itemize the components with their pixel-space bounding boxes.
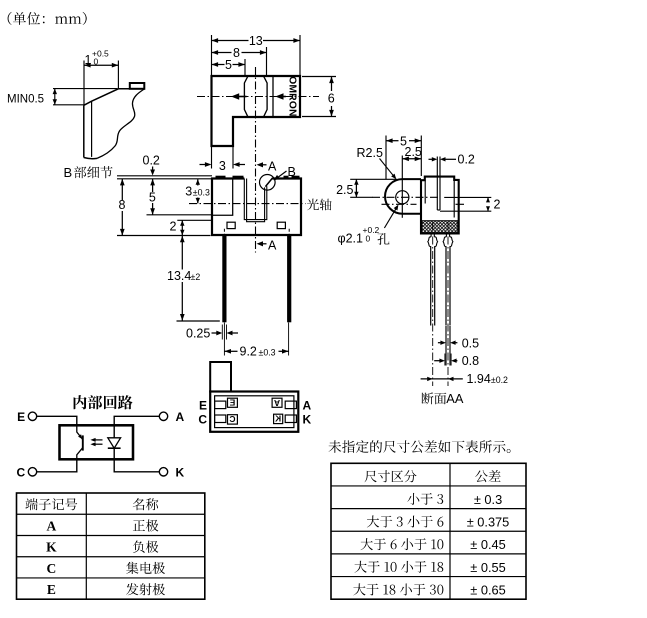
svg-text:6: 6 xyxy=(328,92,335,106)
svg-text:K: K xyxy=(303,412,312,426)
svg-text:1: 1 xyxy=(85,53,92,67)
svg-text:R2.5: R2.5 xyxy=(357,146,383,160)
svg-text:13: 13 xyxy=(249,34,263,48)
svg-text:0: 0 xyxy=(94,57,99,67)
svg-text:8: 8 xyxy=(119,198,126,212)
svg-text:C: C xyxy=(17,466,26,480)
svg-text:5: 5 xyxy=(225,58,232,72)
svg-text:φ2.1: φ2.1 xyxy=(338,232,364,246)
svg-text:A: A xyxy=(176,410,185,424)
svg-text:AA: AA xyxy=(446,391,464,406)
svg-text:E: E xyxy=(199,398,207,412)
svg-text:K: K xyxy=(176,466,185,480)
svg-text:3: 3 xyxy=(219,159,226,173)
svg-text:+0.5: +0.5 xyxy=(92,49,109,59)
svg-text:13.4: 13.4 xyxy=(167,269,191,283)
svg-text:A: A xyxy=(268,160,277,174)
svg-text:0.8: 0.8 xyxy=(462,354,479,368)
svg-text:2: 2 xyxy=(494,198,501,212)
svg-text:±0.3: ±0.3 xyxy=(193,188,210,198)
svg-text:A: A xyxy=(274,398,280,408)
svg-text:2.5: 2.5 xyxy=(405,145,422,159)
svg-text:9.2: 9.2 xyxy=(240,344,257,358)
svg-text:OMRON: OMRON xyxy=(287,76,298,117)
svg-text:0.25: 0.25 xyxy=(186,327,210,341)
svg-text:5: 5 xyxy=(149,191,156,205)
svg-text:± 0.375: ± 0.375 xyxy=(467,514,510,529)
svg-text:C: C xyxy=(198,412,207,426)
svg-text:± 0.3: ± 0.3 xyxy=(474,492,502,507)
svg-text:0: 0 xyxy=(366,234,371,244)
svg-text:B: B xyxy=(64,165,73,180)
svg-text:±0.3: ±0.3 xyxy=(259,347,276,357)
svg-text:0.2: 0.2 xyxy=(458,152,475,166)
svg-text:C: C xyxy=(47,561,57,576)
svg-text:K: K xyxy=(46,540,57,555)
svg-text:0.5: 0.5 xyxy=(462,336,479,350)
svg-text:E: E xyxy=(17,410,25,424)
svg-text:MIN0.5: MIN0.5 xyxy=(7,94,44,106)
svg-text:+0.2: +0.2 xyxy=(363,225,380,235)
svg-text:±0.2: ±0.2 xyxy=(491,375,508,385)
svg-text:± 0.45: ± 0.45 xyxy=(470,537,506,552)
svg-text:B: B xyxy=(288,165,296,179)
svg-text:±2: ±2 xyxy=(191,272,201,282)
svg-text:E: E xyxy=(47,582,56,597)
svg-text:0.2: 0.2 xyxy=(143,154,160,168)
svg-text:± 0.65: ± 0.65 xyxy=(470,582,506,597)
svg-text:2.5: 2.5 xyxy=(336,183,353,197)
svg-text:E: E xyxy=(229,397,235,407)
svg-text:K: K xyxy=(275,414,281,424)
svg-text:A: A xyxy=(47,519,57,534)
svg-text:C: C xyxy=(229,414,235,424)
svg-text:5: 5 xyxy=(400,134,407,148)
svg-text:2: 2 xyxy=(170,220,177,234)
svg-text:3: 3 xyxy=(185,185,192,199)
svg-text:A: A xyxy=(268,239,277,253)
svg-text:± 0.55: ± 0.55 xyxy=(470,560,506,575)
svg-text:1.94: 1.94 xyxy=(467,372,491,386)
svg-text:A: A xyxy=(303,398,312,412)
svg-text:8: 8 xyxy=(233,46,240,60)
